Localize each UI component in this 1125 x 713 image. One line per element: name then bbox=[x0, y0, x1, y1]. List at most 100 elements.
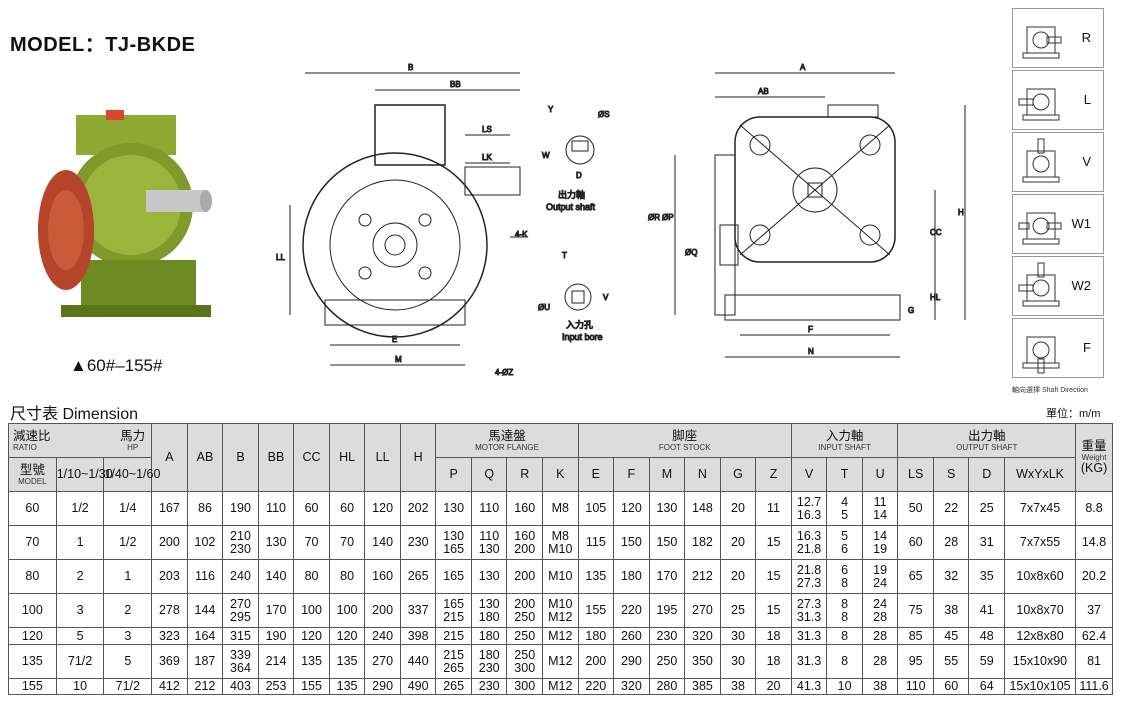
table-cell: 148 bbox=[684, 491, 721, 526]
table-cell: 8 8 bbox=[826, 593, 863, 628]
table-cell: 130 165 bbox=[435, 525, 472, 560]
table-cell: 41 bbox=[968, 593, 1005, 628]
table-cell: 190 bbox=[257, 627, 295, 645]
table-cell: 7x7x55 bbox=[1003, 525, 1077, 560]
table-cell: 15 bbox=[755, 525, 792, 560]
table-cell: 290 bbox=[364, 678, 401, 695]
table-cell: 64 bbox=[968, 678, 1005, 695]
table-cell: 28 bbox=[861, 644, 899, 679]
table-cell: 230 bbox=[648, 627, 686, 645]
table-cell: 86 bbox=[186, 491, 224, 526]
table-cell: M12 bbox=[542, 627, 579, 645]
table-cell: 2 bbox=[103, 593, 153, 628]
svg-text:ØQ: ØQ bbox=[685, 248, 697, 257]
col-header: M bbox=[648, 457, 686, 492]
table-cell: 412 bbox=[151, 678, 188, 695]
table-cell: 25 bbox=[968, 491, 1005, 526]
svg-text:B: B bbox=[408, 63, 413, 72]
table-cell: 140 bbox=[364, 525, 401, 560]
table-cell: 28 bbox=[932, 525, 970, 560]
table-cell: 202 bbox=[399, 491, 437, 526]
table-cell: 70 bbox=[328, 525, 366, 560]
gearbox-icon bbox=[1022, 336, 1060, 374]
table-cell: 10x8x60 bbox=[1003, 559, 1077, 594]
svg-text:LS: LS bbox=[482, 125, 492, 134]
col-header: HL bbox=[328, 423, 366, 492]
table-cell: 6 8 bbox=[826, 559, 863, 594]
table-cell: 35 bbox=[968, 559, 1005, 594]
table-cell: 167 bbox=[151, 491, 188, 526]
table-cell: 15 bbox=[755, 559, 792, 594]
svg-text:ØR: ØR bbox=[648, 213, 660, 222]
direction-label: L bbox=[1083, 92, 1091, 107]
table-cell: 31.3 bbox=[790, 644, 828, 679]
svg-text:AB: AB bbox=[758, 87, 769, 96]
table-cell: 270 bbox=[364, 644, 401, 679]
table-cell: 11 bbox=[755, 491, 792, 526]
table-cell: 369 bbox=[151, 644, 188, 679]
table-cell: 187 bbox=[186, 644, 224, 679]
table-cell: 1/2 bbox=[103, 525, 153, 560]
table-cell: 120 bbox=[364, 491, 401, 526]
table-cell: 230 bbox=[470, 678, 508, 695]
table-cell: 170 bbox=[257, 593, 295, 628]
table-cell: 200 250 bbox=[506, 593, 543, 628]
table-cell: 230 bbox=[399, 525, 437, 560]
table-cell: 180 bbox=[613, 559, 650, 594]
table-cell: 160 bbox=[364, 559, 401, 594]
table-cell: 12x8x80 bbox=[1003, 627, 1077, 645]
table-cell: 45 bbox=[932, 627, 970, 645]
table-cell: 5 bbox=[103, 644, 153, 679]
table-cell: 30 bbox=[719, 644, 757, 679]
shaft-direction-caption: 軸向選擇 Shaft Direction bbox=[1012, 387, 1088, 394]
table-cell: 116 bbox=[186, 559, 224, 594]
table-cell: 215 bbox=[435, 627, 472, 645]
table-cell: 37 bbox=[1075, 593, 1113, 628]
table-cell: 155 bbox=[293, 678, 330, 695]
table-cell: 190 bbox=[222, 491, 259, 526]
table-cell: 160 200 bbox=[506, 525, 543, 560]
svg-text:F: F bbox=[808, 325, 813, 334]
table-cell: 165 215 bbox=[435, 593, 472, 628]
table-cell: 130 bbox=[648, 491, 686, 526]
table-cell: 398 bbox=[399, 627, 437, 645]
col-header: CC bbox=[293, 423, 330, 492]
col-header: LL bbox=[364, 423, 401, 492]
table-cell: 22 bbox=[932, 491, 970, 526]
table-cell: 30 bbox=[719, 627, 757, 645]
direction-option-w2: W2 bbox=[1012, 256, 1104, 316]
dimension-title: 尺寸表 Dimension bbox=[10, 406, 139, 423]
direction-label: W1 bbox=[1071, 216, 1092, 231]
table-cell: 253 bbox=[257, 678, 295, 695]
table-cell: 403 bbox=[222, 678, 259, 695]
table-cell: 150 bbox=[613, 525, 650, 560]
table-cell: 300 bbox=[506, 678, 543, 695]
table-cell: 155 bbox=[8, 678, 57, 695]
table-cell: 203 bbox=[151, 559, 188, 594]
table-cell: 14 19 bbox=[861, 525, 899, 560]
svg-text:Y: Y bbox=[548, 105, 554, 114]
table-cell: 100 bbox=[293, 593, 330, 628]
table-cell: 250 bbox=[648, 644, 686, 679]
table-cell: 25 bbox=[719, 593, 757, 628]
table-cell: 215 265 bbox=[435, 644, 472, 679]
table-cell: 200 bbox=[151, 525, 188, 560]
table-cell: 10x8x70 bbox=[1003, 593, 1077, 628]
table-cell: 1/4 bbox=[103, 491, 153, 526]
table-cell: 195 bbox=[648, 593, 686, 628]
table-cell: 18 bbox=[755, 644, 792, 679]
table-cell: 210 230 bbox=[222, 525, 259, 560]
svg-text:Output shaft: Output shaft bbox=[546, 202, 596, 212]
table-cell: 120 bbox=[328, 627, 366, 645]
table-cell: 20 bbox=[719, 559, 757, 594]
table-cell: 260 bbox=[613, 627, 650, 645]
table-cell: 8 bbox=[826, 644, 863, 679]
table-cell: 440 bbox=[399, 644, 437, 679]
table-cell: 160 bbox=[506, 491, 543, 526]
direction-option-f: F bbox=[1012, 318, 1104, 378]
table-cell: 102 bbox=[186, 525, 224, 560]
